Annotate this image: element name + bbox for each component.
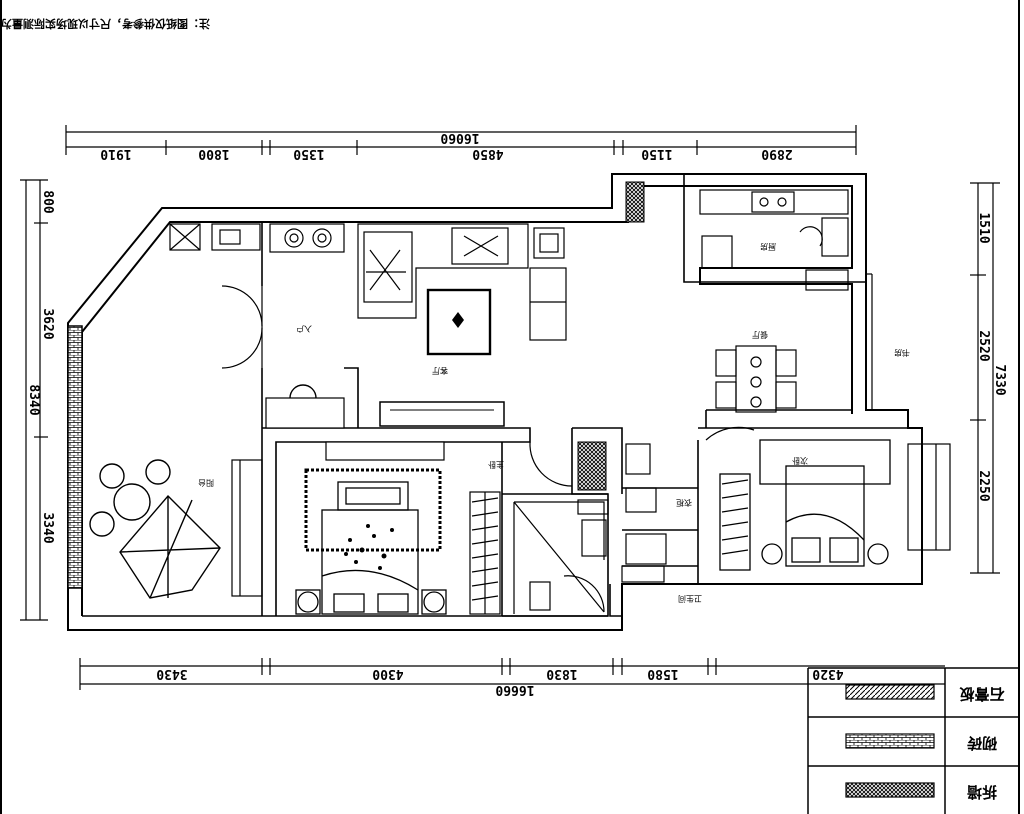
bathroom-fixtures: [513, 499, 609, 614]
entrance-door: [221, 285, 263, 369]
master-bed-pattern: [344, 524, 394, 570]
windows: [231, 273, 951, 597]
dim-bottom-5: 4320: [812, 666, 843, 681]
dim-left-1: 800: [40, 190, 55, 214]
second-bedroom-door: [705, 426, 755, 441]
kitchen-fixtures: [699, 189, 849, 291]
top-dimension-chain: [65, 125, 857, 155]
dim-bottom-total: 16660: [495, 682, 534, 697]
wardrobe: [469, 491, 501, 615]
dim-top-4: 4850: [472, 146, 503, 161]
exterior-walls: [67, 173, 923, 631]
dim-top-2: 1800: [198, 146, 229, 161]
dim-top-3: 1350: [293, 146, 324, 161]
balcony-furniture: [89, 459, 221, 599]
demolished-wall-2: [577, 441, 607, 491]
room-label-master-bedroom: 主卧: [488, 460, 504, 470]
kitchen-counter: [169, 223, 345, 253]
dim-bottom-1: 3430: [156, 666, 187, 681]
dim-bottom-3: 1830: [546, 666, 577, 681]
legend-swatch-cross: [845, 782, 935, 798]
brick-wall: [67, 325, 83, 589]
header-note: 注：图纸仅供参考，尺寸以现场实际测量为准: [0, 17, 210, 31]
dim-right-total: 7330: [992, 364, 1007, 395]
dim-bottom-2: 4300: [372, 666, 403, 681]
entrance-stool: [289, 384, 317, 399]
dim-top-total: 16060: [440, 130, 479, 145]
room-label-entrance: 入户: [296, 324, 312, 334]
room-label-kitchen: 厨房: [760, 242, 776, 252]
room-label-wardrobe: 衣柜: [676, 498, 692, 508]
demolished-wall-1: [625, 181, 645, 223]
dim-left-2: 3620: [40, 308, 55, 339]
shoe-cabinet: [265, 397, 345, 429]
dim-bottom-4: 1580: [647, 666, 678, 681]
right-dimension-chain: [970, 182, 1000, 574]
room-label-living: 客厅: [432, 366, 448, 376]
legend-label-brick: 砌砖: [967, 734, 998, 752]
legend-label-cross: 拆墙: [967, 783, 997, 801]
dim-right-1: 1510: [976, 212, 991, 243]
dim-right-2: 2520: [976, 330, 991, 361]
dining-table: [715, 345, 797, 413]
dim-top-5: 1150: [641, 146, 672, 161]
tv-cabinet: [379, 401, 505, 427]
master-bed: [295, 468, 447, 615]
bedroom-door: [529, 441, 573, 487]
dim-top-6: 2890: [761, 146, 792, 161]
bottom-dimension-chain: [79, 658, 945, 690]
dim-top-1: 1910: [100, 146, 131, 161]
dim-left-3: 3340: [40, 512, 55, 543]
room-label-bathroom: 卫生间: [678, 594, 702, 604]
dim-right-3: 2250: [976, 470, 991, 501]
legend-swatch-hatch: [845, 684, 935, 700]
sofa-set: [357, 223, 567, 341]
dim-left-total: 8340: [26, 384, 41, 415]
room-label-study: 书房: [894, 348, 910, 358]
room-label-dining: 餐厅: [752, 330, 768, 339]
legend-label-hatch: 石膏板: [959, 685, 1006, 703]
master-tv-wall: [325, 441, 445, 461]
left-dimension-chain: [20, 179, 48, 621]
room-label-second-bedroom: 次卧: [792, 456, 808, 466]
second-bed: [719, 439, 891, 571]
utility-fixtures: [621, 443, 667, 583]
coffee-table-plant: [452, 312, 464, 328]
room-label-balcony: 阳台: [198, 478, 214, 488]
legend-swatch-brick: [845, 733, 935, 749]
